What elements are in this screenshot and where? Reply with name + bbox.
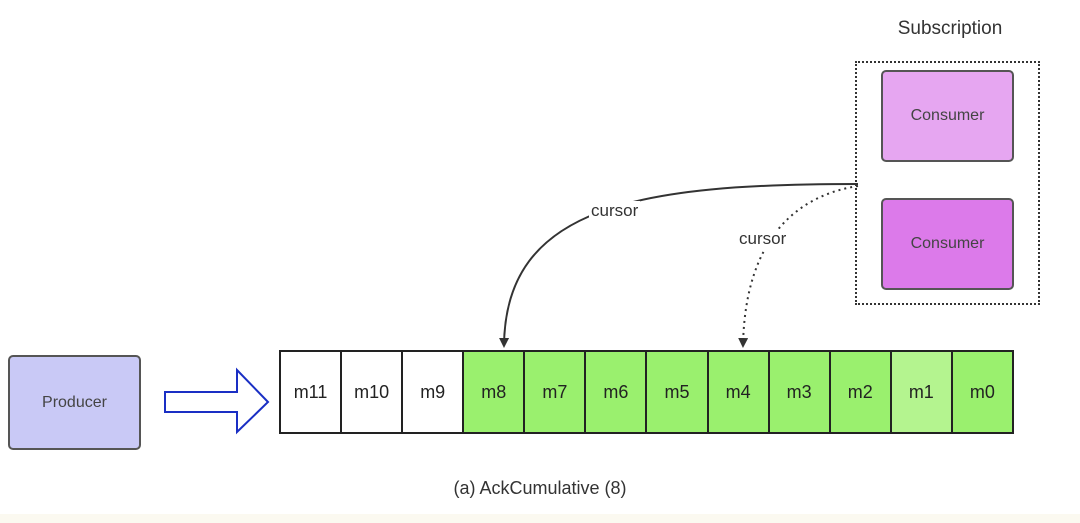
cursor-arrow-solid <box>499 183 859 348</box>
subscription-box <box>855 61 1040 305</box>
subscription-title: Subscription <box>897 18 1003 39</box>
bottom-strip <box>0 514 1080 523</box>
cursor-label-1: cursor <box>589 201 641 221</box>
consumer-box-1: Consumer <box>881 70 1014 162</box>
message-cell: m10 <box>342 352 404 432</box>
message-cell: m0 <box>952 352 1012 432</box>
producer-box: Producer <box>8 355 141 450</box>
message-cell: m6 <box>586 352 648 432</box>
message-cell: m9 <box>403 352 465 432</box>
message-cell: m1 <box>891 352 953 432</box>
message-cell: m8 <box>464 352 526 432</box>
message-cell: m7 <box>525 352 587 432</box>
producer-arrow-icon <box>164 367 270 435</box>
cursor-arrow-dotted <box>738 185 859 348</box>
message-cell: m2 <box>830 352 892 432</box>
consumer-box-2: Consumer <box>881 198 1014 290</box>
message-cell: m4 <box>708 352 770 432</box>
cursor-label-2: cursor <box>737 229 789 249</box>
message-queue: m11 m10 m9 m8 m7 m6 m5 m4 m3 m2 m1 m0 <box>279 350 1014 434</box>
message-cell: m5 <box>647 352 709 432</box>
message-cell: m3 <box>769 352 831 432</box>
figure-caption: (a) AckCumulative (8) <box>453 478 627 498</box>
message-cell: m11 <box>281 352 343 432</box>
